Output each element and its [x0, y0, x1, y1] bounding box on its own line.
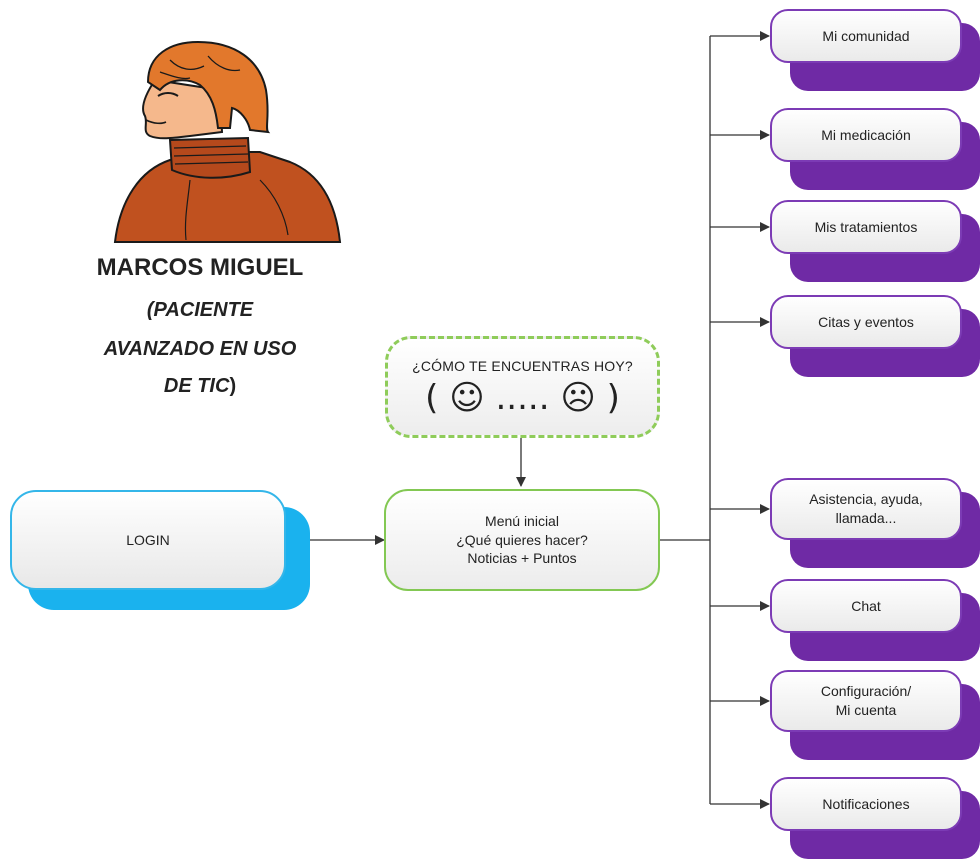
menu-item-mis-tratamientos[interactable]: Mis tratamientos [770, 200, 962, 254]
main-menu-line2: ¿Qué quieres hacer? [456, 531, 588, 548]
menu-item-notificaciones[interactable]: Notificaciones [770, 777, 962, 831]
menu-item-asistencia[interactable]: Asistencia, ayuda, llamada... [770, 478, 962, 540]
menu-item-label-line2: Mi cuenta [835, 702, 897, 718]
hair [146, 40, 271, 134]
menu-item-configuracion[interactable]: Configuración/Mi cuenta [770, 670, 962, 732]
menu-item-label: Asistencia, ayuda, [809, 491, 923, 508]
menu-item-label: Chat [851, 597, 881, 614]
mood-scale: ( ☺ ..... ☹ ) [425, 377, 620, 418]
login-label: LOGIN [126, 531, 170, 548]
sweater [113, 151, 342, 243]
menu-item-label: Mi medicación [821, 126, 911, 143]
menu-item-mi-comunidad[interactable]: Mi comunidad [770, 9, 962, 63]
menu-item-chat[interactable]: Chat [770, 579, 962, 633]
persona-role-line3: DE TIC) [163, 375, 237, 397]
menu-item-label: Mis tratamientos [814, 218, 918, 235]
persona-role-line1: (PACIENTE [146, 299, 254, 321]
persona-name: MARCOS MIGUEL [96, 254, 304, 281]
menu-item-label: Configuración/ [820, 683, 912, 700]
persona-role-line2: AVANZADO EN USO [103, 338, 297, 360]
menu-item-label: Mi comunidad [822, 27, 910, 44]
turtleneck [168, 136, 252, 179]
mood-check-box[interactable]: ¿CÓMO TE ENCUENTRAS HOY? ( ☺ ..... ☹ ) [385, 336, 660, 438]
persona-avatar [113, 40, 342, 243]
menu-item-label-line2: llamada... [835, 510, 897, 526]
main-menu-line3: Noticias + Puntos [467, 550, 577, 567]
main-menu-box[interactable]: Menú inicial ¿Qué quieres hacer? Noticia… [384, 489, 660, 591]
menu-item-citas-y-eventos[interactable]: Citas y eventos [770, 295, 962, 349]
mood-question: ¿CÓMO TE ENCUENTRAS HOY? [412, 357, 633, 374]
menu-item-label: Citas y eventos [818, 313, 914, 330]
main-menu-line1: Menú inicial [485, 512, 559, 529]
menu-item-label: Notificaciones [822, 795, 910, 812]
menu-item-mi-medicacion[interactable]: Mi medicación [770, 108, 962, 162]
login-button[interactable]: LOGIN [10, 490, 286, 590]
